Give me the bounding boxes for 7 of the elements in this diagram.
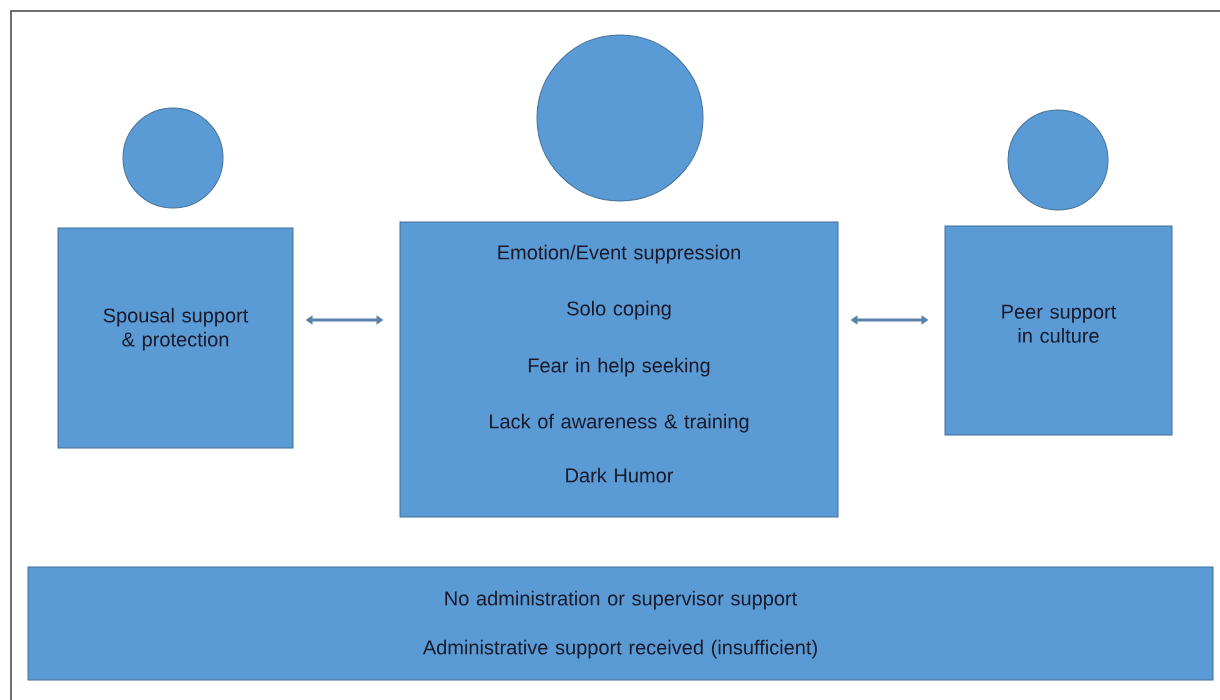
text-box: Spousal support & protection <box>57 227 294 449</box>
circle <box>122 107 224 209</box>
text-box: Emotion/Event suppression Solo coping Fear in help seeking Lack of awareness & training Dark Humor <box>399 221 839 518</box>
text-box: Peer support in culture <box>944 225 1173 436</box>
text-band: No administration or supervisor support Administrative support received (insufficient) <box>27 566 1214 681</box>
circle <box>536 34 704 202</box>
circle <box>1007 109 1109 211</box>
